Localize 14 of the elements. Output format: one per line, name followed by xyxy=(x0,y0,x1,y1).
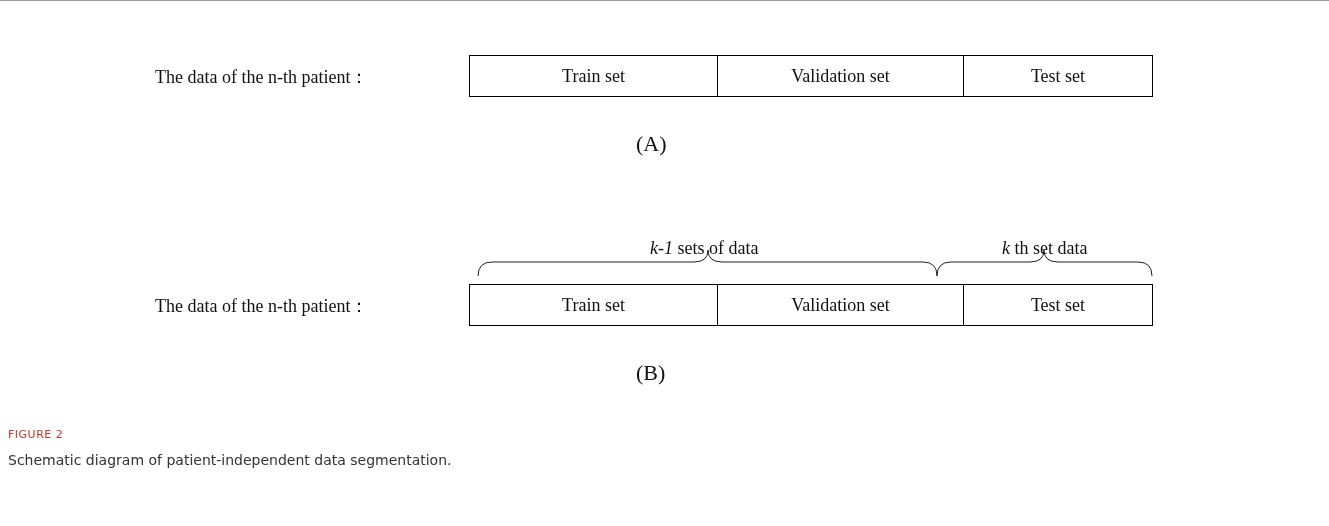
segment-box: Train set xyxy=(469,284,718,326)
row-label: The data of the n-th patient： xyxy=(155,66,369,89)
segment-box: Test set xyxy=(963,284,1153,326)
figure-caption: Schematic diagram of patient-independent data segmentation. xyxy=(8,452,452,468)
segment-box: Validation set xyxy=(717,284,964,326)
segment-box: Validation set xyxy=(717,55,964,97)
row-label: The data of the n-th patient： xyxy=(155,295,369,318)
bracket-label: k-1 sets of data xyxy=(650,238,759,259)
panel-label: (A) xyxy=(636,131,667,157)
segment-box: Test set xyxy=(963,55,1153,97)
panel-label: (B) xyxy=(636,360,666,386)
segment-box: Train set xyxy=(469,55,718,97)
figure-number: FIGURE 2 xyxy=(8,428,64,441)
bracket-label: k th set data xyxy=(1002,238,1088,259)
